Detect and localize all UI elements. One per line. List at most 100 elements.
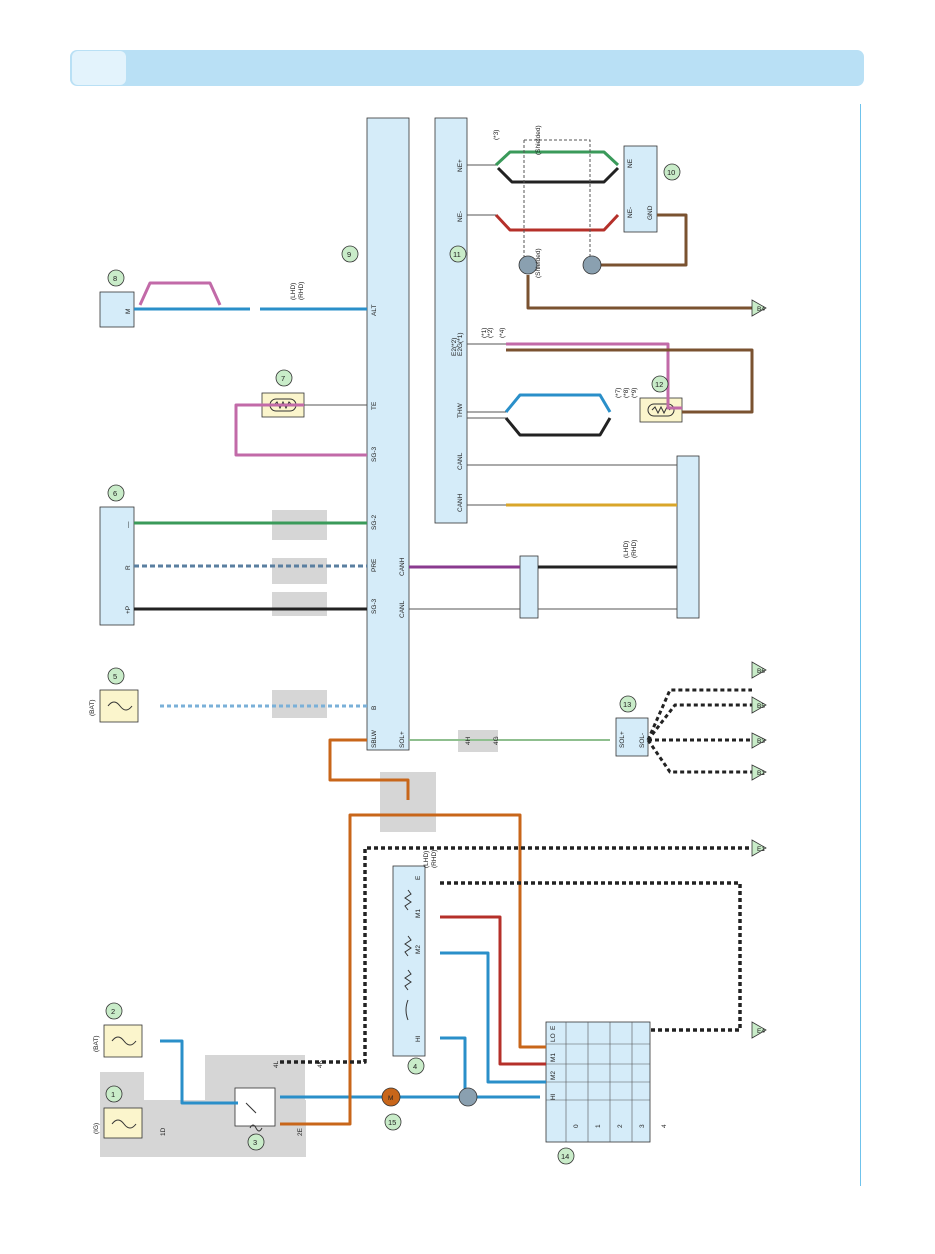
rhd-note: (RHD) — [298, 282, 305, 300]
ground-symbols — [751, 299, 767, 1039]
component-4-number: 4 — [413, 1062, 417, 1071]
component-12-number: 12 — [655, 380, 663, 389]
component-labels: (IG) (BAT) (BAT) M — R +P SBLW B SG-3 PR… — [89, 158, 668, 1134]
resistor-4-pin-m2: M2 — [415, 945, 422, 954]
ecu-pin-ne-plus: NE+ — [457, 159, 464, 172]
sensor-box-10 — [623, 145, 658, 233]
component-6-number: 6 — [113, 489, 117, 498]
note-7: (*7) — [615, 388, 622, 398]
blower-res-box-4 — [392, 865, 426, 1057]
ground-b1: B1 — [757, 770, 765, 777]
ecu-pin-ne-minus: NE- — [457, 211, 464, 222]
component-3-number: 3 — [253, 1138, 257, 1147]
ground-e1: E1 — [757, 846, 765, 853]
ecm-pin-te: TE — [371, 401, 378, 410]
ground-b4: B4 — [757, 306, 765, 313]
resistor-4-pin-hi: HI — [415, 1035, 422, 1042]
switch-col-m1: M1 — [550, 1053, 557, 1062]
ecm-pin-sg2: SG-2 — [371, 514, 378, 530]
ecm-pin-alt: ALT — [371, 305, 378, 316]
pressure-box-6 — [99, 506, 135, 626]
switch-table-grid — [546, 1022, 650, 1142]
fuse-2-label: (BAT) — [93, 1036, 100, 1053]
component-14-number: 14 — [561, 1152, 569, 1161]
switch-row-3: 3 — [639, 1124, 646, 1128]
sensor-10-pin-ne-minus: NE- — [627, 207, 634, 218]
component-10-number: 10 — [667, 168, 675, 177]
resistor-4-pin-m1: M1 — [415, 909, 422, 918]
module-boxes — [99, 117, 700, 1143]
thermistor-12 — [639, 397, 683, 423]
fuse-2 — [103, 1024, 143, 1058]
component-11-number: 11 — [453, 250, 461, 259]
lhd-note: (LHD) — [290, 283, 297, 300]
header-bar — [70, 50, 864, 86]
valve-13-pin-sol-minus: SOL- — [639, 733, 646, 748]
ground-b3: B3 — [757, 738, 765, 745]
sensor-10-pin-gnd: GND — [647, 205, 654, 220]
component-number-badges — [105, 163, 681, 1165]
ecm-pin-pre: PRE — [371, 558, 378, 572]
page-margin-rule — [860, 104, 861, 1186]
component-15-number: 15 — [388, 1118, 396, 1127]
connector-2e: 2E — [297, 1127, 304, 1136]
ecm-box-11 — [434, 117, 468, 524]
junction-box-can2 — [676, 455, 700, 619]
component-8-number: 8 — [113, 274, 117, 283]
component-7-number: 7 — [281, 374, 285, 383]
ground-e4: E4 — [757, 1028, 765, 1035]
ecu-pin-e2g: E2G(*1) — [457, 333, 464, 356]
switch-row-4: 4 — [661, 1124, 668, 1128]
fuse-5-label: (BAT) — [89, 700, 96, 717]
sensor-6-pin-minus: — — [125, 521, 132, 528]
resistor-4-pin-e: E — [415, 875, 422, 880]
splice-nodes — [458, 255, 602, 1107]
connector-4k: 4K — [317, 1059, 324, 1068]
note-1: (*1) — [481, 328, 488, 338]
note-8: (*8) — [623, 388, 630, 398]
ground-labels: E1 E4 B4 B1 B3 B5 B6 — [757, 306, 765, 1035]
header-tab — [72, 51, 126, 85]
motor-15-label: M — [388, 1095, 393, 1102]
switch-row-0: 0 — [573, 1124, 580, 1128]
shielded-note-1: (Shielded) — [535, 125, 542, 155]
sensor-6-pin-p: +P — [125, 606, 132, 614]
ecm-pin-sol: SOL+ — [399, 731, 406, 748]
ecu-pin-thw: THW — [457, 402, 464, 418]
component-5-number: 5 — [113, 672, 117, 681]
sensor-6-pin-r: R — [125, 565, 132, 570]
relay-box-3 — [234, 1087, 276, 1127]
junction-box-can — [519, 555, 539, 619]
component-9-number: 9 — [347, 250, 351, 259]
valve-13-pin-sol-plus: SOL+ — [619, 731, 626, 748]
wires — [134, 139, 754, 1126]
component-number-text: 1 2 3 4 5 6 7 8 9 10 11 12 13 14 15 — [111, 168, 675, 1161]
ecm-pin-canl: CANL — [399, 600, 406, 618]
ground-b6: B6 — [757, 668, 765, 675]
note-9: (*9) — [631, 388, 638, 398]
ecu-pin-canl: CANL — [457, 452, 464, 470]
connector-4l: 4L — [273, 1060, 280, 1068]
note-4: (*4) — [499, 328, 506, 338]
switch-col-hi: HI — [550, 1093, 557, 1100]
ecm-pin-b: B — [371, 706, 378, 710]
fuse-5 — [99, 689, 139, 723]
sensor-10-pin-ne: NE — [627, 158, 634, 168]
note-3: (*3) — [493, 130, 500, 140]
switch-col-m2: M2 — [550, 1071, 557, 1080]
ecm-box-9 — [366, 117, 410, 751]
rhd-note-can: (RHD) — [631, 540, 638, 558]
component-2-number: 2 — [111, 1007, 115, 1016]
component-13-number: 13 — [623, 700, 631, 709]
motor-15 — [381, 1087, 401, 1107]
fuse-1-label: (IG) — [93, 1123, 100, 1134]
ecm-pin-sg3b: SG-3 — [371, 446, 378, 462]
connector-1d: 1D — [160, 1127, 167, 1136]
note-2: (*2) — [487, 328, 494, 338]
splice-zones — [100, 510, 498, 1157]
connector-4g: 4G — [493, 736, 500, 745]
shielded-note-2: (Shielded) — [535, 248, 542, 278]
motor-8-label: M — [125, 309, 132, 314]
lhd-note-can: (LHD) — [623, 541, 630, 558]
